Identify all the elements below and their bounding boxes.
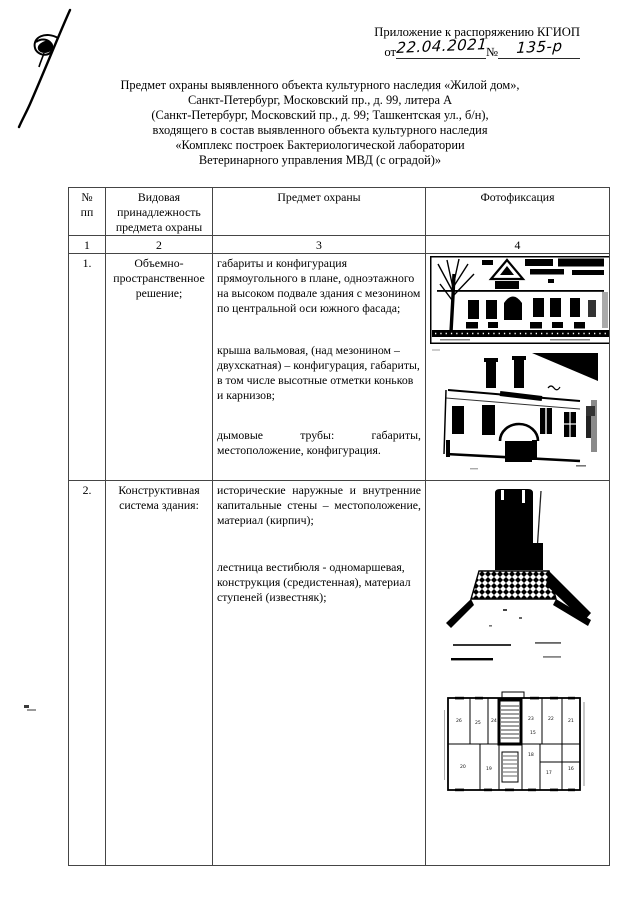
svg-text:23: 23 [528, 716, 534, 722]
row1-number: 1. [68, 253, 106, 481]
number-blank: 135-р [498, 36, 580, 59]
appendix-title: Приложение к распоряжению КГИОП [374, 25, 580, 39]
column-number-row: 1 2 3 4 [68, 235, 610, 254]
column-number-1: 1 [68, 235, 106, 254]
row2-category: Конструктивная система здания: [105, 480, 213, 866]
table-row-1: 1. Объемно-пространственное решение; габ… [68, 253, 610, 481]
title-line-5: «Комплекс построек Бактериологической ла… [175, 138, 465, 152]
svg-text:22: 22 [548, 716, 554, 722]
column-number-3: 3 [212, 235, 426, 254]
protection-subjects-table: № пп Видовая принадлежность предмета охр… [68, 187, 610, 866]
svg-text:16: 16 [568, 766, 574, 772]
pen-stroke-mark [17, 8, 72, 129]
row1-category: Объемно-пространственное решение; [105, 253, 213, 481]
header-cell-photo: Фотофиксация [425, 187, 610, 236]
row1-photo-cell [425, 253, 610, 481]
svg-text:24: 24 [491, 718, 497, 724]
row1-item-3: дымовые трубы: габариты, местоположение,… [217, 428, 421, 457]
svg-text:21: 21 [568, 718, 574, 724]
handwritten-date: 22.04.2021 [395, 34, 488, 58]
title-line-6: Ветеринарного управления МВД (с оградой)… [198, 153, 442, 167]
photo-stack [430, 256, 609, 472]
date-blank: 22.04.2021 [396, 35, 488, 59]
scan-artifact [24, 705, 38, 713]
handwritten-number: 135-р [515, 36, 564, 58]
svg-text:20: 20 [460, 764, 466, 770]
column-number-2: 2 [105, 235, 213, 254]
row1-item-2: крыша вальмовая, (над мезонином – двухск… [217, 343, 420, 402]
row2-photo-cell: 26 25 24 23 22 21 20 19 18 17 16 15 [425, 480, 610, 866]
floor-plan-drawing: 26 25 24 23 22 21 20 19 18 17 16 15 [442, 690, 590, 802]
vestibule-staircase-photo [443, 487, 593, 677]
svg-text:26: 26 [456, 718, 462, 724]
row1-item-1: габариты и конфигурация прямоугольного в… [217, 256, 421, 315]
svg-text:15: 15 [530, 730, 536, 736]
row2-item-2: лестница вестибюля - одномаршевая, конст… [217, 560, 411, 604]
header-cell-subject: Предмет охраны [212, 187, 426, 236]
svg-text:19: 19 [486, 766, 492, 772]
appendix-header: Приложение к распоряжению КГИОП от22.04.… [374, 25, 580, 61]
row2-item-1: исторические наружные и внутренние капит… [217, 483, 421, 527]
from-label: от [384, 45, 396, 59]
header-cell-category: Видовая принадлежность предмета охраны [105, 187, 213, 236]
number-sign: № [485, 45, 498, 59]
header-cell-num: № пп [68, 187, 106, 236]
column-number-4: 4 [425, 235, 610, 254]
title-line-3: (Санкт-Петербург, Московский пр., д. 99;… [151, 108, 489, 122]
row2-number: 2. [68, 480, 106, 866]
building-south-facade-photo [430, 256, 609, 344]
title-line-1: Предмет охраны выявленного объекта культ… [120, 78, 520, 92]
row2-subject-items: исторические наружные и внутренние капит… [212, 480, 426, 866]
title-line-4: входящего в состав выявленного объекта к… [152, 123, 488, 137]
row1-subject-items: габариты и конфигурация прямоугольного в… [212, 253, 426, 481]
title-line-2: Санкт-Петербург, Московский пр., д. 99, … [187, 93, 453, 107]
table-header-row: № пп Видовая принадлежность предмета охр… [68, 187, 610, 236]
document-title: Предмет охраны выявленного объекта культ… [0, 78, 640, 168]
svg-text:18: 18 [528, 752, 534, 758]
svg-text:25: 25 [475, 720, 481, 726]
building-entrance-facade-photo [430, 348, 609, 472]
appendix-date-number-line: от22.04.2021№ 135-р [374, 35, 580, 61]
table-row-2: 2. Конструктивная система здания: истори… [68, 480, 610, 866]
svg-text:17: 17 [546, 770, 552, 776]
